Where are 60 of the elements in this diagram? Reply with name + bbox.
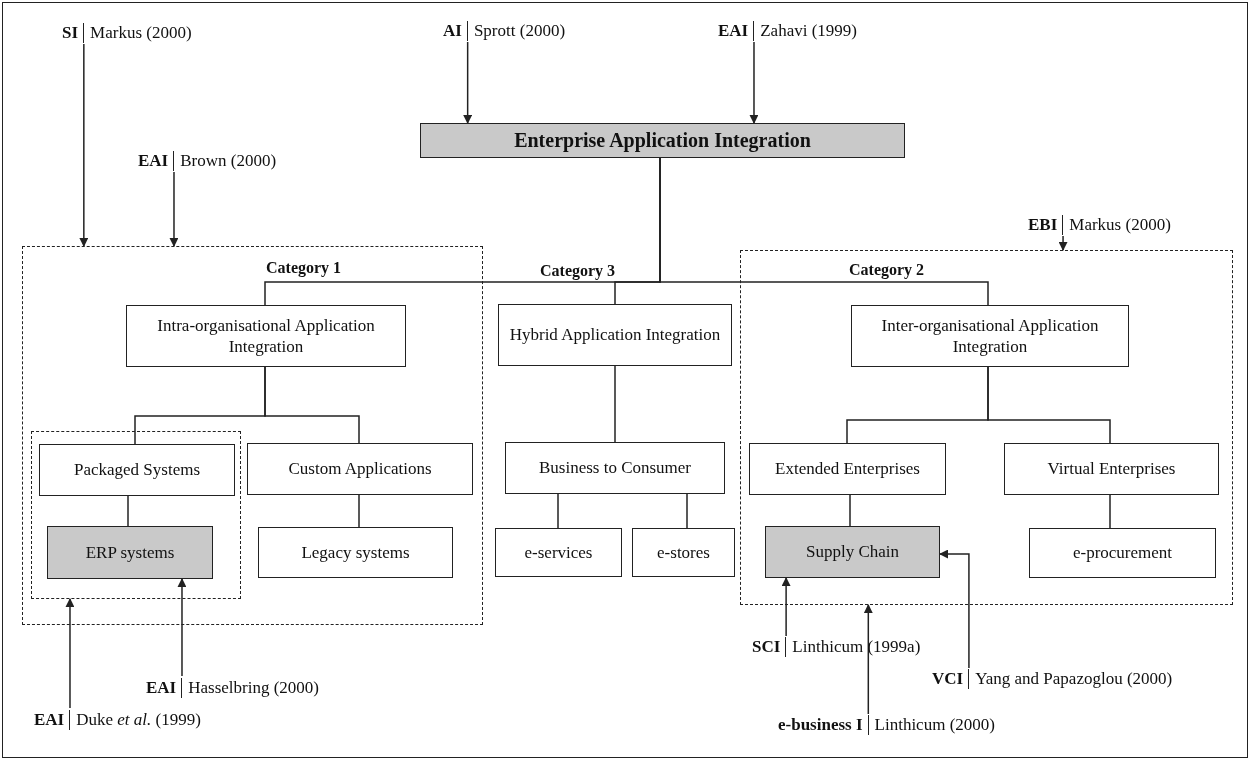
category-heading: Category 2: [849, 261, 925, 279]
process-box: Business to Consumer: [505, 442, 725, 494]
category-heading: Category 1: [266, 259, 342, 277]
dashed-group-box: [740, 250, 1233, 605]
process-box: e-procurement: [1029, 528, 1216, 578]
arrow: [177, 578, 187, 677]
citation-text: Yang and Papazoglou (2000): [968, 669, 1173, 689]
process-box: Packaged Systems: [39, 444, 235, 496]
connector-line: [686, 493, 688, 529]
process-box: Extended Enterprises: [749, 443, 946, 495]
process-box: Intra-organisational Application Integration: [126, 305, 406, 367]
process-box: Supply Chain: [765, 526, 940, 578]
citation-text: Markus (2000): [83, 23, 192, 43]
process-box: Inter-organisational Application Integration: [851, 305, 1129, 367]
citation-text: Zahavi (1999): [753, 21, 857, 41]
process-box: e-stores: [632, 528, 735, 577]
connector-line: [1109, 494, 1111, 529]
arrow: [463, 41, 473, 124]
arrow: [749, 41, 759, 124]
citation-text: Brown (2000): [173, 151, 277, 171]
process-box: Hybrid Application Integration: [498, 304, 732, 366]
process-box: Enterprise Application Integration: [420, 123, 905, 158]
arrow: [863, 604, 873, 715]
connector-line: [358, 494, 360, 528]
category-heading: Category 3: [540, 262, 616, 280]
process-box: Virtual Enterprises: [1004, 443, 1219, 495]
process-box: Custom Applications: [247, 443, 473, 495]
arrow: [79, 43, 89, 247]
connector-line: [659, 157, 989, 306]
abbreviation-text: EAI: [146, 678, 178, 698]
abbreviation-text: AI: [443, 21, 463, 41]
connector-line: [614, 365, 616, 443]
abbreviation-text: EAI: [718, 21, 750, 41]
citation-text: Duke et al. (1999): [69, 710, 201, 730]
process-box: e-services: [495, 528, 622, 577]
abbreviation-text: SI: [62, 23, 80, 43]
abbreviation-text: e-business I: [778, 715, 864, 735]
citation-text: Sprott (2000): [466, 21, 566, 41]
arrow: [939, 549, 970, 669]
connector-line: [987, 366, 1111, 444]
citation-text: Markus (2000): [1062, 215, 1171, 235]
arrow: [781, 577, 791, 637]
abbreviation-text: EAI: [34, 710, 66, 730]
connector-line: [557, 493, 559, 529]
process-box: Legacy systems: [258, 527, 453, 578]
citation-text: Linthicum (2000): [867, 715, 995, 735]
dashed-group-box: [22, 246, 483, 625]
abbreviation-text: VCI: [932, 669, 965, 689]
abbreviation-text: EAI: [138, 151, 170, 171]
dashed-group-box: [31, 431, 241, 599]
abbreviation-text: SCI: [752, 637, 782, 657]
abbreviation-text: EBI: [1028, 215, 1059, 235]
connector-line: [264, 366, 360, 444]
citation-text: Hasselbring (2000): [181, 678, 319, 698]
process-box: ERP systems: [47, 526, 213, 579]
arrow: [1058, 235, 1068, 251]
connector-line: [127, 495, 129, 527]
arrow: [169, 171, 179, 247]
arrow: [65, 598, 75, 709]
connector-line: [849, 494, 851, 527]
